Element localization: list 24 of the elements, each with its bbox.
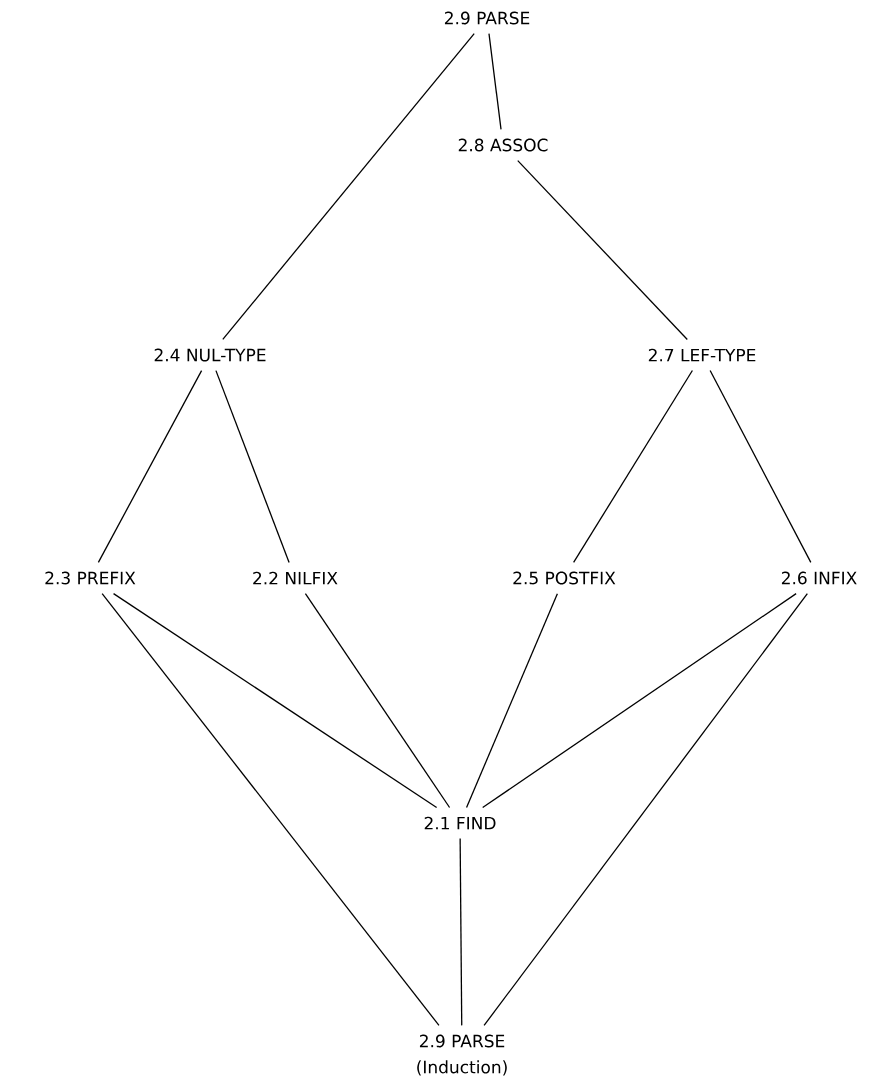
connector-line (112, 593, 438, 809)
connector-line (573, 369, 694, 564)
node-label: 2.8 ASSOC (458, 138, 548, 152)
node-label: 2.4 NUL-TYPE (154, 348, 266, 362)
connector-line (465, 593, 558, 809)
connector-line (488, 33, 502, 131)
node-label: 2.9 PARSE (Induction) (417, 1034, 507, 1076)
node-label: 2.1 FIND (424, 816, 496, 830)
node-label: 2.3 PREFIX (45, 571, 136, 585)
node-label: 2.7 LEF-TYPE (648, 348, 756, 362)
connector-line (482, 593, 797, 809)
connector-line (101, 593, 440, 1027)
node-label: 2.9 PARSE (444, 11, 530, 25)
node-label: 2.2 NILFIX (253, 571, 338, 585)
connector-line (222, 33, 475, 341)
connector-line (483, 593, 808, 1027)
node-label: 2.5 POSTFIX (513, 571, 616, 585)
node-label: 2.6 INFIX (781, 571, 857, 585)
connector-line (97, 370, 203, 564)
connector-line (709, 369, 812, 564)
connector-line (304, 592, 451, 809)
connector-line (215, 370, 290, 564)
connector-line (459, 837, 463, 1027)
connector-line (517, 160, 688, 341)
